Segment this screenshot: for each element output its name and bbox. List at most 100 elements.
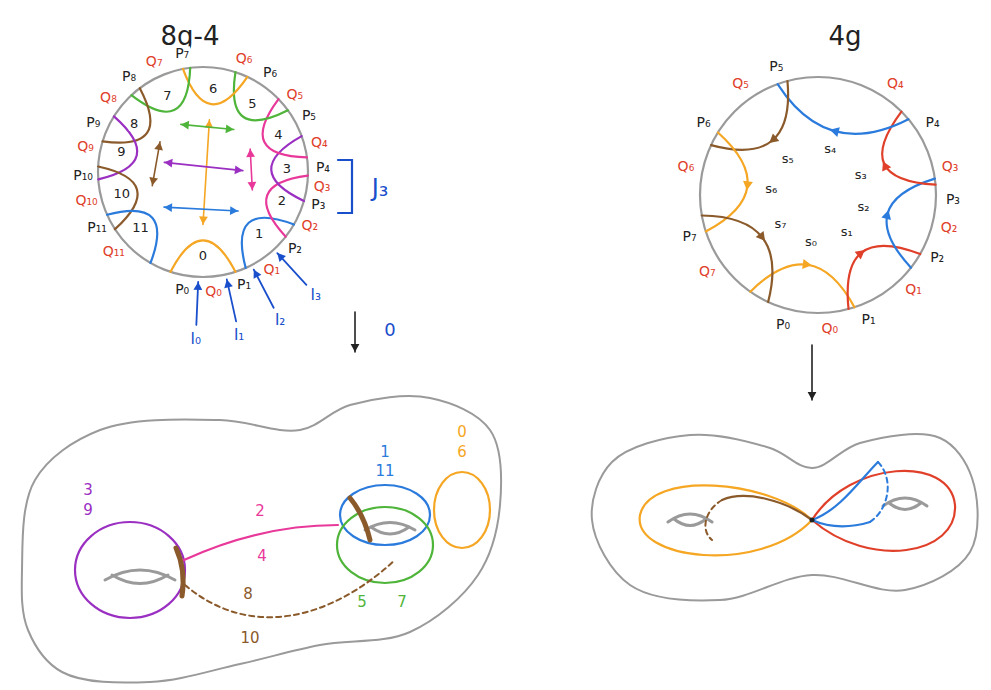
curve-label: 0 [456,424,468,441]
surface-curve [185,560,395,617]
vertex-label: P₀ [174,282,190,297]
arrowhead [149,177,158,186]
vertex-label: Q₂ [301,219,320,234]
arrowhead [855,250,865,259]
vertex-label: Q₁₀ [74,193,98,208]
surface-curve [705,500,722,540]
arrowhead [248,182,257,190]
vertex-label: Q₀ [204,284,223,299]
side-arc [171,240,236,272]
vertex-label: Q₄ [886,77,905,92]
curve-label: 10 [239,630,260,647]
vertex-label: Q₅ [731,77,750,92]
pointer-arrow [277,253,306,285]
side-label: s₀ [804,235,818,249]
vertex-label: Q₈ [99,90,118,105]
arrow-label: I₂ [274,312,286,329]
vertex-label: P₇ [174,46,190,61]
vertex-label: P₅ [768,59,784,74]
vertex-label: P₀ [775,318,791,333]
surface-curve [176,548,183,596]
vertex-label: Q₉ [76,139,95,154]
side-arc [887,179,935,268]
pairing-arrow [164,162,243,170]
arrowhead [181,121,189,130]
surface-curve [812,471,955,551]
arrowhead [769,133,779,143]
side-label: s₆ [764,182,778,196]
arrowhead [224,279,233,288]
curve-label: 8 [242,586,254,603]
region-number: 8 [129,117,139,131]
vertex-label: Q₆ [677,159,696,174]
surface-outline [592,434,978,600]
handle [371,527,409,534]
vertex-label: Q₇ [698,265,717,280]
region-number: 2 [277,194,287,208]
side-label: s₅ [781,152,795,166]
annotation-number: 0 [383,320,396,340]
region-number: 5 [247,97,257,111]
vertex-label: P₁ [861,312,877,327]
vertex-label: Q₅ [286,87,305,102]
handle [674,519,706,526]
bracket [338,160,352,213]
map-arrow [811,345,813,400]
surface-curve [722,496,812,520]
vertex-label: Q₁₁ [102,245,126,260]
vertex-label: P₂ [287,241,303,256]
arrowhead [830,127,840,137]
side-arc [271,136,304,201]
vertex-label: Q₆ [235,52,254,67]
vertex-label: P₇ [682,229,698,244]
arrow-label: I₃ [310,287,322,304]
side-arc [234,72,288,120]
region-number: 3 [282,162,292,176]
vertex-label: P₁₁ [86,221,108,236]
region-number: 4 [273,128,283,142]
vertex-label: Q₇ [145,55,164,70]
curve-label: 6 [456,444,468,461]
arrowhead [802,259,812,269]
surface-curve [75,522,185,618]
vertex-label: P₆ [695,116,711,131]
vertex-label: Q₃ [941,159,960,174]
vertex-label: P₁ [236,277,252,292]
vertex-label: Q₃ [313,179,332,194]
vertex-label: P₆ [262,65,278,80]
arrowhead [164,203,172,212]
surface-curve [350,498,370,540]
region-number: 7 [162,89,172,103]
curve-label: 11 [374,463,395,480]
arrowhead [351,344,360,352]
vertex-label: P₁₀ [72,168,94,183]
vertex-label: P₃ [945,192,961,207]
figure-title: 4g [827,22,862,51]
arrowhead [225,124,233,133]
pairing-arrow [164,207,238,211]
arrowhead [756,231,765,241]
surface-curve [812,462,878,520]
arrowhead [164,159,172,168]
vertex-label: P₅ [301,108,317,123]
region-number: 1 [254,227,264,241]
curve-label: 7 [396,594,408,611]
vertex-label: P₂ [929,251,945,266]
vertex-label: P₃ [310,197,326,212]
vertex-label: Q₁ [263,263,282,278]
arrowhead [881,210,891,220]
arrowhead [193,282,202,290]
side-arc [750,264,854,307]
side-label: s₂ [857,200,871,214]
side-label: s₃ [854,168,868,182]
base-point [810,518,815,523]
vertex-label: P₄ [924,116,940,131]
bracket-label: J₃ [371,175,390,201]
surface-curve [870,462,888,522]
surface-curve [434,472,490,548]
curve-label: 1 [379,444,391,461]
figure-group [22,67,978,683]
vertex-label: Q₀ [820,322,839,337]
